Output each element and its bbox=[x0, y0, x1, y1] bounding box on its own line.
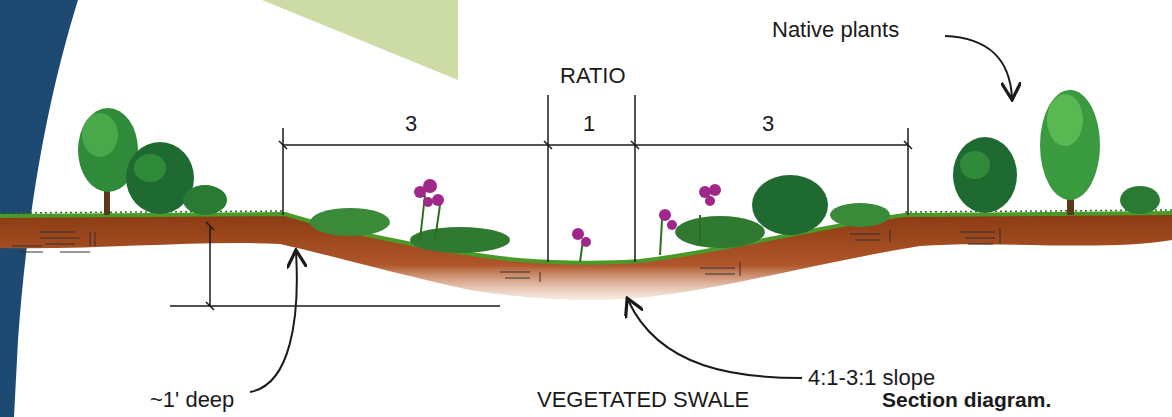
depth-dimension bbox=[170, 222, 500, 310]
soil-layer bbox=[0, 213, 1172, 300]
ratio-dimensions bbox=[279, 95, 912, 262]
green-triangle bbox=[262, 0, 458, 80]
depth-leader bbox=[250, 252, 297, 392]
native-trees-left bbox=[78, 108, 227, 215]
grass-line bbox=[0, 213, 1172, 263]
depth-label: ~1' deep bbox=[150, 388, 234, 412]
slope-label: 4:1-3:1 slope bbox=[808, 366, 935, 390]
native-trees-right bbox=[953, 90, 1160, 215]
ratio-number: 3 bbox=[762, 112, 774, 136]
swale-plants bbox=[310, 175, 890, 262]
soil-hatching bbox=[12, 228, 1000, 282]
plants-leader bbox=[945, 36, 1012, 98]
ratio-heading: RATIO bbox=[560, 64, 626, 88]
slope-leader bbox=[628, 300, 802, 378]
ratio-number: 3 bbox=[405, 112, 417, 136]
ratio-number: 1 bbox=[583, 112, 595, 136]
plants-label: Native plants bbox=[770, 18, 901, 42]
diagram-title: VEGETATED SWALE bbox=[537, 388, 749, 412]
diagram-caption: Section diagram. bbox=[882, 388, 1051, 411]
blue-band bbox=[0, 0, 78, 417]
